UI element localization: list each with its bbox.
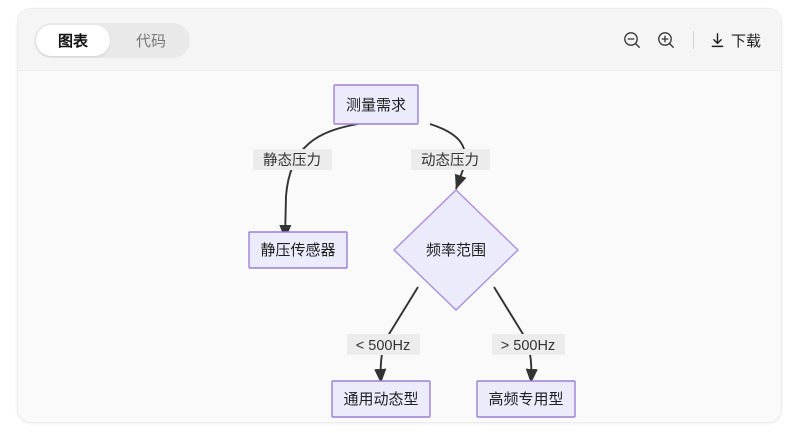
header-toolbar: 下载 [615, 9, 765, 71]
edge-label-group: 静态压力 动态压力 < 500Hz > 500Hz [253, 149, 565, 355]
edge-label-above-500hz-bg [492, 334, 565, 355]
node-static-pressure-sensor-label: 静压传感器 [260, 242, 335, 259]
tab-chart[interactable]: 图表 [36, 25, 110, 56]
node-measurement-requirement-label: 测量需求 [346, 97, 406, 114]
edge-label-below-500hz-bg [347, 334, 420, 355]
edge-label-static-pressure: 静态压力 [253, 149, 332, 170]
edge-measure-to-freq [429, 123, 467, 190]
node-static-pressure-sensor-box [248, 231, 348, 269]
edge-label-below-500hz: < 500Hz [347, 334, 420, 355]
diagram-card: 图表 代码 [17, 8, 782, 423]
zoom-out-icon [624, 32, 640, 48]
edge-label-static-pressure-text: 静态压力 [263, 152, 321, 169]
node-high-frequency-type-label: 高频专用型 [488, 391, 563, 408]
diagram-canvas[interactable]: 测量需求 静压传感器 频率范围 通用动态型 [18, 71, 781, 422]
node-frequency-range-label: 频率范围 [426, 242, 486, 259]
zoom-in-button[interactable] [649, 23, 683, 57]
node-measurement-requirement[interactable]: 测量需求 [333, 84, 419, 125]
node-frequency-range[interactable]: 频率范围 [392, 189, 520, 311]
flowchart-svg: 测量需求 静压传感器 频率范围 通用动态型 [248, 84, 576, 418]
download-button[interactable]: 下载 [704, 26, 765, 55]
edge-label-dynamic-pressure: 动态压力 [411, 149, 490, 170]
download-icon [711, 32, 724, 47]
node-general-dynamic-type-box [331, 380, 431, 418]
node-high-frequency-type-box [476, 380, 576, 418]
zoom-in-icon [658, 32, 674, 48]
node-high-frequency-type[interactable]: 高频专用型 [476, 380, 576, 418]
node-measurement-requirement-box [333, 84, 419, 125]
tab-code[interactable]: 代码 [114, 25, 188, 56]
tab-code-label: 代码 [135, 33, 166, 50]
download-label: 下载 [730, 32, 761, 50]
node-frequency-range-shape [392, 189, 520, 311]
edge-label-above-500hz-text: > 500Hz [501, 338, 555, 354]
card-header: 图表 代码 [18, 9, 781, 71]
edge-label-dynamic-pressure-text: 动态压力 [421, 152, 479, 169]
node-static-pressure-sensor[interactable]: 静压传感器 [248, 231, 348, 269]
edge-label-below-500hz-text: < 500Hz [356, 338, 410, 354]
tab-chart-label: 图表 [57, 33, 88, 50]
edge-label-dynamic-pressure-bg [411, 149, 490, 170]
edge-measure-to-static [279, 123, 359, 240]
node-general-dynamic-type-label: 通用动态型 [343, 391, 418, 408]
edge-label-above-500hz: > 500Hz [492, 334, 565, 355]
edge-label-static-pressure-bg [253, 149, 332, 170]
node-general-dynamic-type[interactable]: 通用动态型 [331, 380, 431, 418]
view-tab-group: 图表 代码 [34, 23, 190, 58]
zoom-out-button[interactable] [615, 23, 649, 57]
toolbar-divider [692, 31, 694, 49]
node-group: 测量需求 静压传感器 频率范围 通用动态型 [248, 84, 576, 418]
